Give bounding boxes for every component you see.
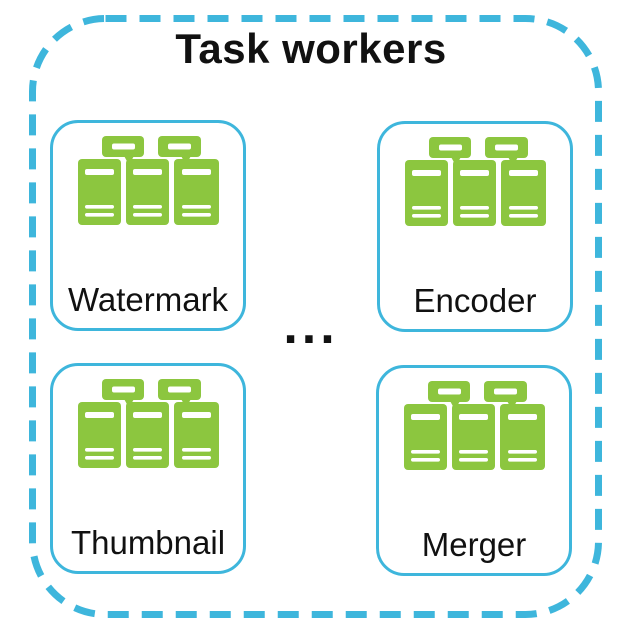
worker-card-label: Watermark [67,281,229,318]
worker-card-label: Thumbnail [70,524,226,561]
worker-cluster-icon [77,136,219,225]
worker-card-merger: Merger [376,365,572,576]
worker-card-thumbnail: Thumbnail [50,363,246,574]
worker-cluster-icon [403,381,545,470]
worker-card-label: Merger [421,526,527,563]
diagram-title: Task workers [175,25,447,72]
worker-card-label: Encoder [413,282,537,319]
worker-cluster-icon [77,379,219,468]
worker-card-watermark: Watermark [50,120,246,331]
worker-card-encoder: Encoder [377,121,573,332]
more-workers-ellipsis: ... [283,297,339,355]
worker-cluster-icon [404,137,546,226]
